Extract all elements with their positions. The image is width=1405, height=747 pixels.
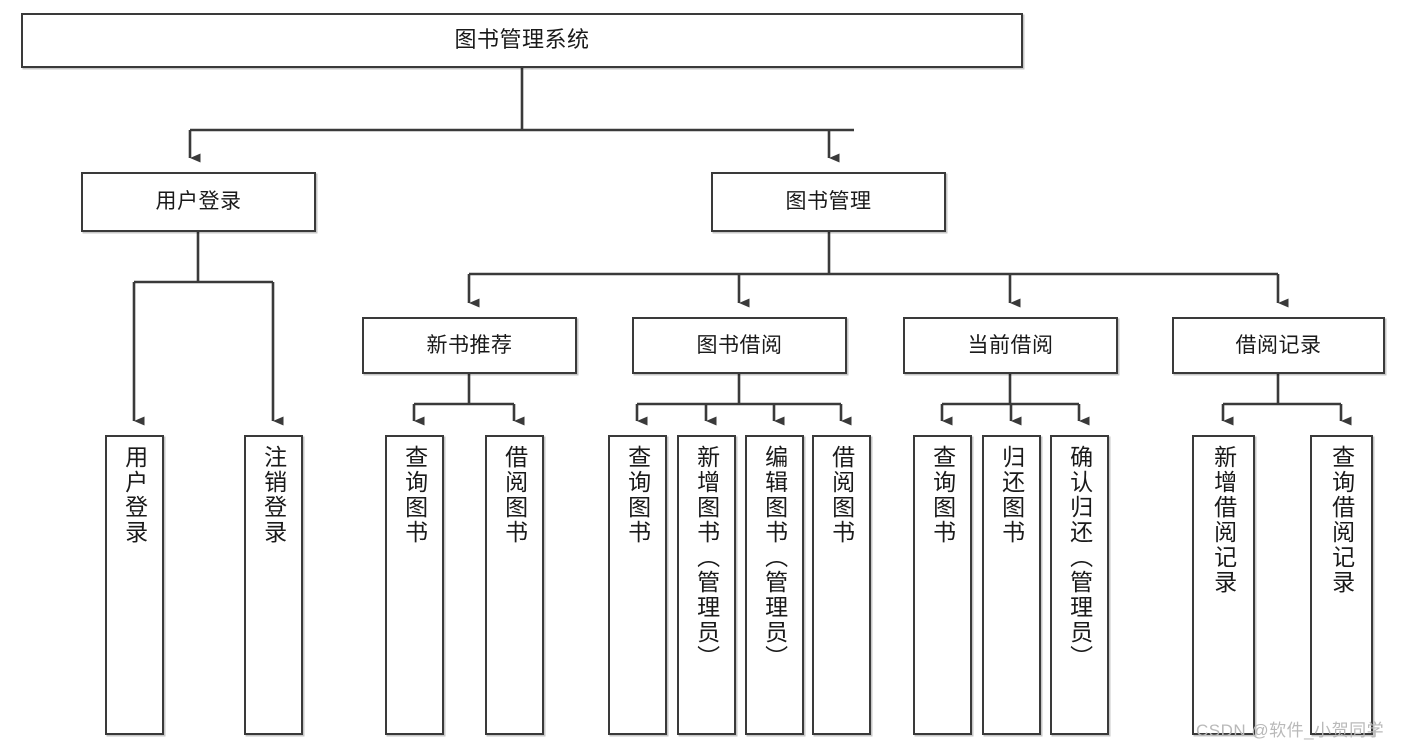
node-leaf-logout-login-label: 注销登录 — [260, 445, 287, 545]
node-leaf-user-login-label: 用户登录 — [121, 445, 148, 545]
node-leaf-borrow-book-recommend[interactable]: 借阅图书 — [485, 435, 544, 735]
node-leaf-query-book-borrow-label: 查询图书 — [624, 445, 651, 545]
node-user-login-label: 用户登录 — [155, 190, 242, 214]
node-leaf-add-borrow-record[interactable]: 新增借阅记录 — [1192, 435, 1255, 735]
node-current-borrow-label: 当前借阅 — [967, 333, 1054, 357]
csdn-watermark: CSDN @软件_小贺同学 — [1196, 721, 1385, 740]
node-leaf-add-book-admin[interactable]: 新增图书（管理员） — [677, 435, 736, 735]
node-leaf-query-book-recommend[interactable]: 查询图书 — [385, 435, 444, 735]
node-borrow-record-label: 借阅记录 — [1235, 333, 1322, 357]
node-leaf-user-login[interactable]: 用户登录 — [105, 435, 164, 735]
node-leaf-edit-book-admin-label: 编辑图书（管理员） — [761, 445, 788, 670]
node-leaf-confirm-return-admin-label: 确认归还（管理员） — [1066, 445, 1093, 670]
node-leaf-borrow-book[interactable]: 借阅图书 — [812, 435, 871, 735]
node-leaf-query-book-current-label: 查询图书 — [929, 445, 956, 545]
node-leaf-add-borrow-record-label: 新增借阅记录 — [1210, 445, 1237, 595]
node-book-borrow-label: 图书借阅 — [696, 333, 783, 357]
node-user-login[interactable]: 用户登录 — [81, 172, 316, 232]
node-leaf-borrow-book-label: 借阅图书 — [828, 445, 855, 545]
node-leaf-return-book-label: 归还图书 — [998, 445, 1025, 545]
node-book-management-label: 图书管理 — [785, 190, 872, 214]
node-borrow-record[interactable]: 借阅记录 — [1172, 317, 1385, 374]
node-leaf-query-book-current[interactable]: 查询图书 — [913, 435, 972, 735]
node-leaf-query-book-borrow[interactable]: 查询图书 — [608, 435, 667, 735]
node-leaf-logout-login[interactable]: 注销登录 — [244, 435, 303, 735]
node-leaf-query-borrow-record[interactable]: 查询借阅记录 — [1310, 435, 1373, 735]
node-book-borrow[interactable]: 图书借阅 — [632, 317, 847, 374]
node-new-book-recommend-label: 新书推荐 — [426, 333, 513, 357]
node-leaf-return-book[interactable]: 归还图书 — [982, 435, 1041, 735]
node-root[interactable]: 图书管理系统 — [21, 13, 1023, 68]
node-leaf-query-borrow-record-label: 查询借阅记录 — [1328, 445, 1355, 595]
node-leaf-borrow-book-recommend-label: 借阅图书 — [501, 445, 528, 545]
node-leaf-edit-book-admin[interactable]: 编辑图书（管理员） — [745, 435, 804, 735]
node-current-borrow[interactable]: 当前借阅 — [903, 317, 1118, 374]
node-leaf-confirm-return-admin[interactable]: 确认归还（管理员） — [1050, 435, 1109, 735]
node-leaf-query-book-recommend-label: 查询图书 — [401, 445, 428, 545]
node-new-book-recommend[interactable]: 新书推荐 — [362, 317, 577, 374]
node-root-label: 图书管理系统 — [454, 27, 590, 53]
node-leaf-add-book-admin-label: 新增图书（管理员） — [693, 445, 720, 670]
node-book-management[interactable]: 图书管理 — [711, 172, 946, 232]
